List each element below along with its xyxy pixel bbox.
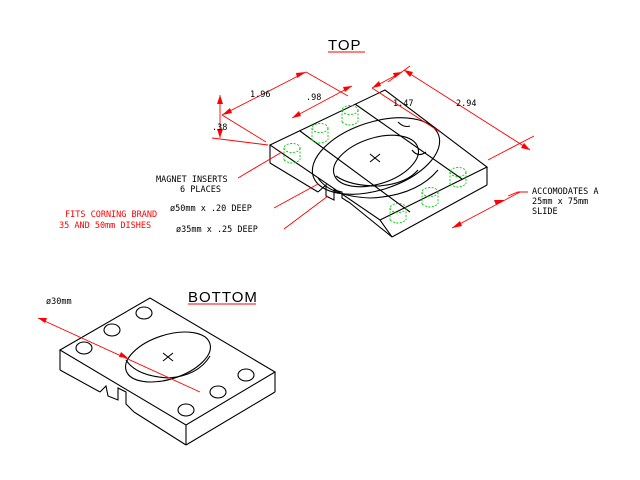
bottom-view-dimensions xyxy=(37,317,201,393)
bottom-view-arrows xyxy=(38,318,128,358)
arrow-spacing-right xyxy=(343,86,352,92)
center-hole xyxy=(125,331,211,383)
dish50-note: ø50mm x .20 DEEP xyxy=(170,204,252,214)
arrow-spacing-left xyxy=(292,111,301,118)
bottom-face xyxy=(58,297,277,426)
magnet-insert-4 xyxy=(389,203,407,224)
dim-length-text: 2.94 xyxy=(456,99,476,109)
hole-cross-b xyxy=(162,352,174,362)
bottom-magnet-hole-5 xyxy=(209,385,227,399)
top-view-arrows xyxy=(217,70,530,228)
arrow-hole-right xyxy=(119,352,128,358)
arrow-slide-left xyxy=(452,221,462,228)
leader-dish35 xyxy=(283,195,329,230)
arrow-height-top xyxy=(217,95,223,104)
dim-slide-ext xyxy=(504,191,521,201)
rim-notch-lower xyxy=(411,149,427,156)
arrow-length-top xyxy=(404,70,413,77)
rim-notch-upper xyxy=(397,121,411,128)
top-view: TOP xyxy=(59,37,599,238)
arrow-width-right xyxy=(296,72,306,78)
dim-slot-ext xyxy=(371,87,441,133)
bottom-magnet-hole-3 xyxy=(135,306,153,320)
top-view-leaders xyxy=(237,151,528,230)
top-view-title: TOP xyxy=(328,37,362,54)
bottom-slot-notch xyxy=(99,384,135,413)
bottom-front-edge-right xyxy=(133,411,187,446)
magnet-inserts-note: MAGNET INSERTS xyxy=(156,175,228,185)
arrow-slot-left xyxy=(372,81,381,88)
dish-50mm-recess xyxy=(311,117,441,195)
bottom-magnet-hole-1 xyxy=(75,341,93,355)
arrow-width-left xyxy=(222,108,232,115)
arrow-slide-right xyxy=(494,200,505,205)
dim-spacing-line xyxy=(291,85,353,119)
magnet-insert-5 xyxy=(421,187,439,208)
fits-corning-note-line2: 35 AND 50mm DISHES xyxy=(59,221,151,231)
arrow-slot-right xyxy=(393,72,402,78)
center-hole-wall xyxy=(125,355,211,379)
bottom-view: BOTTOM xyxy=(37,289,277,446)
bottom-view-block xyxy=(58,297,277,446)
bottom-magnet-hole-4 xyxy=(177,403,195,417)
front-bottom-edge-left xyxy=(269,162,319,193)
fits-corning-note-line1: FITS CORNING BRAND xyxy=(65,210,157,220)
magnet-places-note: 6 PLACES xyxy=(180,185,221,195)
front-corner-edge xyxy=(379,219,393,238)
magnet-insert-3 xyxy=(341,105,359,126)
front-bottom-edge-right xyxy=(349,202,393,238)
magnet-inserts xyxy=(283,105,467,224)
bottom-view-title: BOTTOM xyxy=(188,289,258,306)
magnet-insert-1 xyxy=(283,143,301,164)
magnet-insert-6 xyxy=(449,167,467,188)
dim-height-text: .38 xyxy=(212,123,227,133)
dim-length-ext-right xyxy=(487,135,535,161)
dish-35mm-recess xyxy=(333,134,419,188)
arrow-hole-left xyxy=(38,318,47,323)
slide-note-line3: SLIDE xyxy=(532,207,558,217)
dim-slot-text: 1.47 xyxy=(393,99,413,109)
right-bottom-edge xyxy=(391,184,488,238)
center-cross-b xyxy=(369,153,381,163)
dim-hole-text: ø30mm xyxy=(46,297,72,307)
dish-50mm-inner-wall xyxy=(317,169,439,199)
dim-width-line xyxy=(221,71,307,116)
dim-width-ext-left xyxy=(221,114,267,143)
leader-slide xyxy=(507,191,528,197)
leader-magnet xyxy=(237,151,283,179)
slide-channel-left xyxy=(299,130,411,213)
bottom-front-edge-left xyxy=(59,369,101,393)
slide-channel-right xyxy=(354,103,463,180)
top-view-block xyxy=(268,89,489,238)
bottom-magnet-hole-6 xyxy=(237,368,255,382)
dim-width-text: 1.96 xyxy=(250,90,270,100)
magnet-insert-2 xyxy=(311,123,329,144)
slide-note-line2: 25mm x 75mm xyxy=(532,197,588,207)
dim-spacing-text: .98 xyxy=(306,93,321,103)
arrow-length-bottom xyxy=(521,143,530,150)
dim-height-ext xyxy=(211,137,269,146)
bottom-right-edge xyxy=(185,391,276,446)
leader-dish50 xyxy=(273,183,319,209)
slide-note-line1: ACCOMODATES A xyxy=(532,187,599,197)
bottom-magnet-hole-2 xyxy=(103,323,121,337)
dish-35mm-inner-wall xyxy=(335,169,419,187)
dish35-note: ø35mm x .25 DEEP xyxy=(176,225,258,235)
arrow-height-bottom xyxy=(217,129,223,138)
dim-hole-line xyxy=(37,317,201,393)
dim-length-line xyxy=(403,69,531,151)
